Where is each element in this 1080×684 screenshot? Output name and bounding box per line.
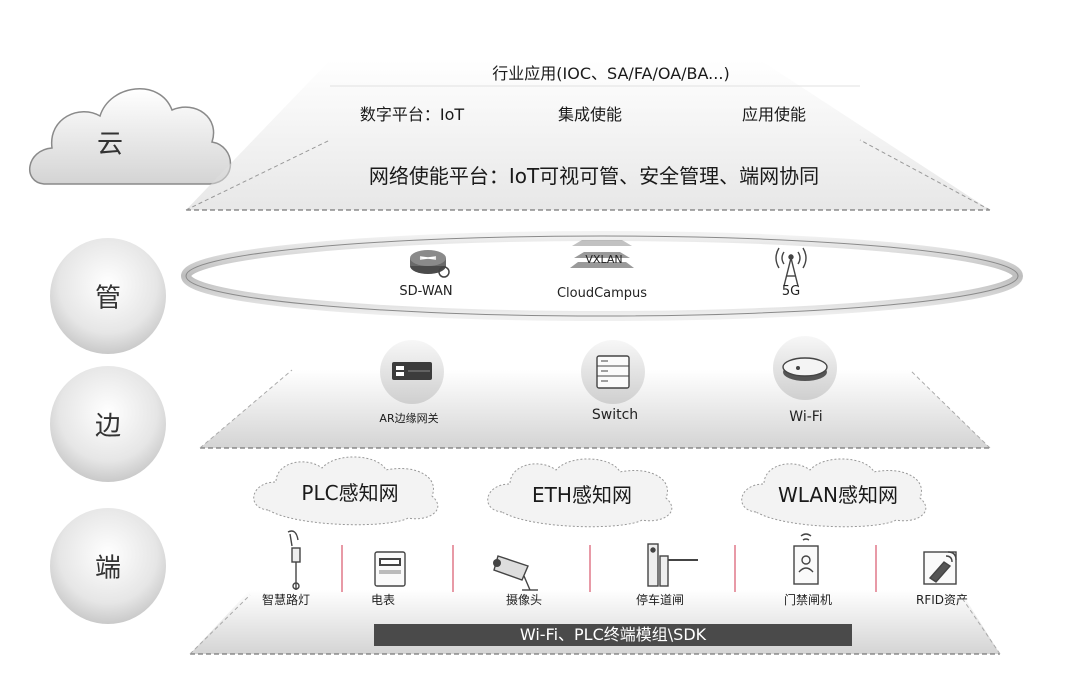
gateway-icon: [380, 340, 444, 404]
meter-icon: [374, 551, 406, 587]
device-label: 门禁闸机: [783, 593, 833, 607]
application-text: 应用使能: [741, 105, 807, 124]
end-sphere: [50, 508, 166, 624]
integration-text: 集成使能: [557, 105, 623, 124]
eth-network-label: ETH感知网: [532, 483, 632, 507]
access-control-icon: [793, 533, 819, 585]
plc-network-label: PLC感知网: [301, 481, 399, 505]
pipe-label: 管: [94, 283, 122, 314]
vxlan-tag: VXLAN: [585, 253, 623, 266]
device-label: RFID资产: [915, 593, 969, 607]
edge-label: 边: [94, 411, 122, 442]
device-label: 停车道闸: [635, 593, 685, 607]
cloud-label: 云: [96, 129, 124, 160]
rfid-tag-icon: [923, 551, 957, 585]
edge-sphere: [50, 366, 166, 482]
stack-icon: [570, 240, 634, 268]
plc-cloud: [253, 456, 439, 526]
camera-icon: [493, 555, 538, 591]
cloud-layer-platform: [186, 60, 990, 210]
switch-label: Switch: [591, 407, 639, 423]
digital-platform-text: 数字平台：IoT: [359, 105, 465, 124]
eth-cloud: [487, 458, 673, 528]
antenna-icon: [775, 247, 807, 287]
cloudcampus-label: CloudCampus: [556, 286, 648, 301]
pipe-ring: [181, 231, 1023, 321]
bottom-bar-bg: [374, 624, 852, 646]
industry-apps-text: 行业应用(IOC、SA/FA/OA/BA...): [492, 64, 730, 83]
router-icon: [410, 250, 450, 278]
wlan-network-label: WLAN感知网: [777, 483, 899, 507]
wifi-label: Wi-Fi: [789, 409, 823, 425]
streetlight-icon: [287, 530, 301, 590]
access-point-icon: [773, 336, 837, 400]
device-label: 摄像头: [505, 593, 543, 607]
sdwan-label: SD-WAN: [399, 284, 453, 299]
fiveg-label: 5G: [781, 284, 801, 299]
switch-icon: [581, 340, 645, 404]
wlan-cloud: [741, 458, 927, 528]
end-label: 端: [94, 553, 122, 584]
pipe-sphere: [50, 238, 166, 354]
device-separators: [341, 545, 877, 592]
cloud-shape: [28, 88, 232, 185]
device-label: 智慧路灯: [261, 593, 311, 607]
bottom-bar-text: Wi-Fi、PLC终端模组\SDK: [519, 625, 707, 644]
device-label: 电表: [370, 593, 396, 607]
ar-gateway-label: AR边缘网关: [379, 412, 439, 425]
barrier-gate-icon: [647, 543, 698, 587]
network-platform-text: 网络使能平台：IoT可视可管、安全管理、端网协同: [368, 164, 820, 188]
